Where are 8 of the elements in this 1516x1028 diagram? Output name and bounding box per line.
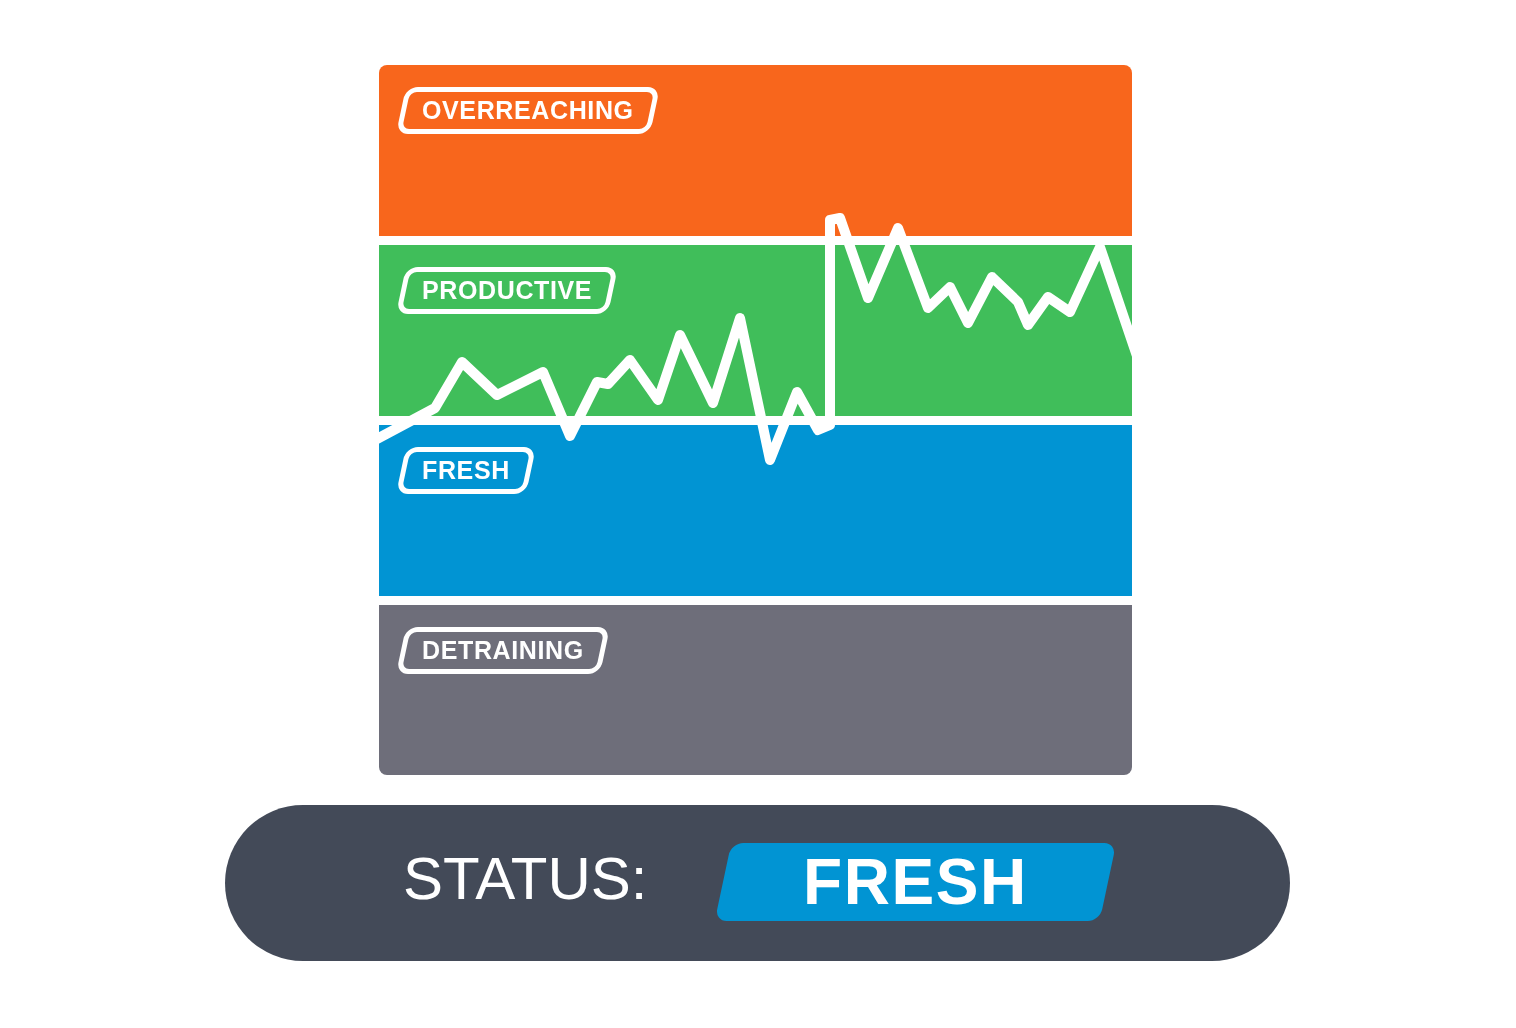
status-text: STATUS:: [403, 849, 648, 909]
detraining-zone-band: [379, 605, 1132, 775]
zone-label: FRESH: [396, 447, 536, 494]
fresh-zone-band: [379, 425, 1132, 596]
overreaching-zone-band: [379, 65, 1132, 236]
status-badge: FRESH: [714, 843, 1117, 921]
zone-label: OVERREACHING: [396, 87, 660, 134]
zone-label: DETRAINING: [396, 627, 610, 674]
